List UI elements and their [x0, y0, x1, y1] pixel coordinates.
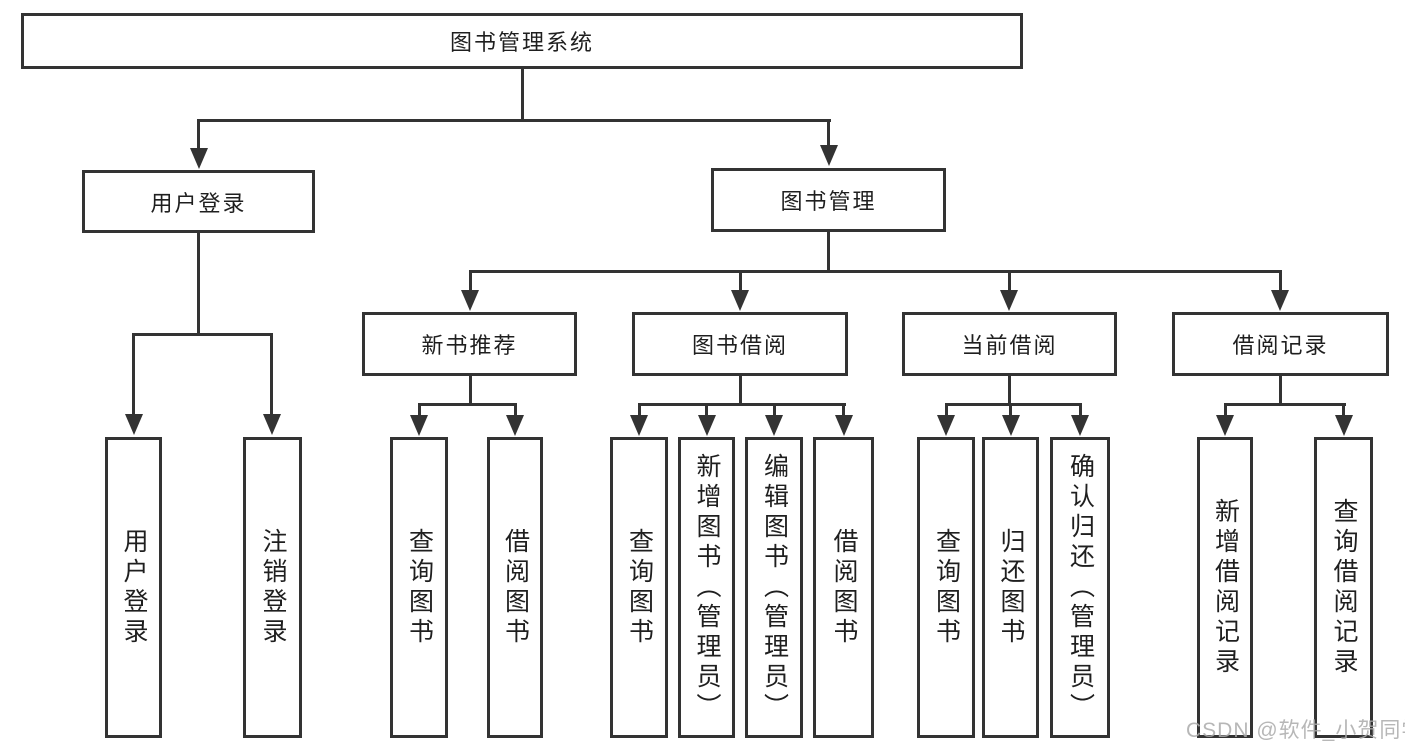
arrow-down-icon	[731, 290, 749, 311]
node-label: 借阅记录	[1232, 333, 1329, 358]
watermark: CSDN @软件_小贺同学	[1186, 719, 1405, 742]
leaf-borrow-books-recommend: 借阅图书	[487, 437, 543, 738]
arrow-down-icon	[262, 414, 281, 435]
leaf-return-book: 归还图书	[982, 437, 1039, 738]
node-label: 用户登录	[150, 190, 247, 216]
arrow-down-icon	[189, 148, 208, 169]
leaf-query-books-recommend: 查询图书	[390, 437, 448, 738]
node-label: 查询图书	[625, 527, 654, 648]
node-label: 借阅图书	[830, 527, 858, 648]
node-book-management: 图书管理	[711, 168, 946, 232]
node-label: 借阅图书	[501, 527, 530, 648]
arrow-down-icon	[630, 415, 648, 436]
node-label: 注销登录	[259, 527, 287, 648]
arrow-down-icon	[1000, 290, 1018, 311]
node-label: 图书管理系统	[449, 30, 594, 55]
leaf-logout: 注销登录	[243, 437, 302, 738]
arrow-down-icon	[410, 415, 428, 436]
arrow-down-icon	[1001, 415, 1020, 436]
leaf-edit-book-admin: 编辑图书（管理员）	[745, 437, 803, 738]
node-label: 编辑图书（管理员）	[760, 452, 789, 723]
arrow-down-icon	[1216, 415, 1234, 436]
arrow-down-icon	[506, 415, 524, 436]
leaf-confirm-return-admin: 确认归还（管理员）	[1050, 437, 1110, 738]
node-new-book-recommend: 新书推荐	[362, 312, 577, 376]
node-library-management-system: 图书管理系统	[21, 13, 1023, 69]
node-borrowing-records: 借阅记录	[1172, 312, 1389, 376]
arrow-down-icon	[461, 290, 479, 311]
arrow-down-icon	[1271, 290, 1289, 311]
node-label: 新增借阅记录	[1211, 497, 1240, 678]
node-label: 查询图书	[405, 527, 434, 648]
node-label: 查询借阅记录	[1330, 497, 1358, 678]
node-label: 新书推荐	[421, 333, 518, 358]
node-label: 当前借阅	[961, 333, 1058, 358]
leaf-query-books-current: 查询图书	[917, 437, 975, 738]
arrow-down-icon	[124, 414, 143, 435]
leaf-user-login: 用户登录	[105, 437, 162, 738]
leaf-add-borrow-record: 新增借阅记录	[1197, 437, 1253, 738]
node-label: 确认归还（管理员）	[1066, 452, 1095, 723]
arrow-down-icon	[765, 415, 783, 436]
arrow-down-icon	[697, 415, 716, 436]
node-label: 查询图书	[932, 527, 961, 648]
leaf-add-book-admin: 新增图书（管理员）	[678, 437, 735, 738]
leaf-query-books-borrowing: 查询图书	[610, 437, 668, 738]
leaf-borrow-books-borrowing: 借阅图书	[813, 437, 874, 738]
arrow-down-icon	[1334, 415, 1353, 436]
node-label: 归还图书	[997, 527, 1025, 648]
node-label: 图书管理	[780, 189, 877, 214]
node-book-borrowing: 图书借阅	[632, 312, 848, 376]
leaf-query-borrow-record: 查询借阅记录	[1314, 437, 1373, 738]
node-current-borrowing: 当前借阅	[902, 312, 1117, 376]
arrow-down-icon	[937, 415, 955, 436]
node-label: 用户登录	[120, 527, 148, 648]
node-user-login: 用户登录	[82, 170, 315, 233]
node-label: 新增图书（管理员）	[693, 452, 721, 723]
node-label: 图书借阅	[691, 333, 788, 358]
arrow-down-icon	[834, 415, 853, 436]
arrow-down-icon	[1071, 415, 1089, 436]
arrow-down-icon	[819, 145, 838, 166]
